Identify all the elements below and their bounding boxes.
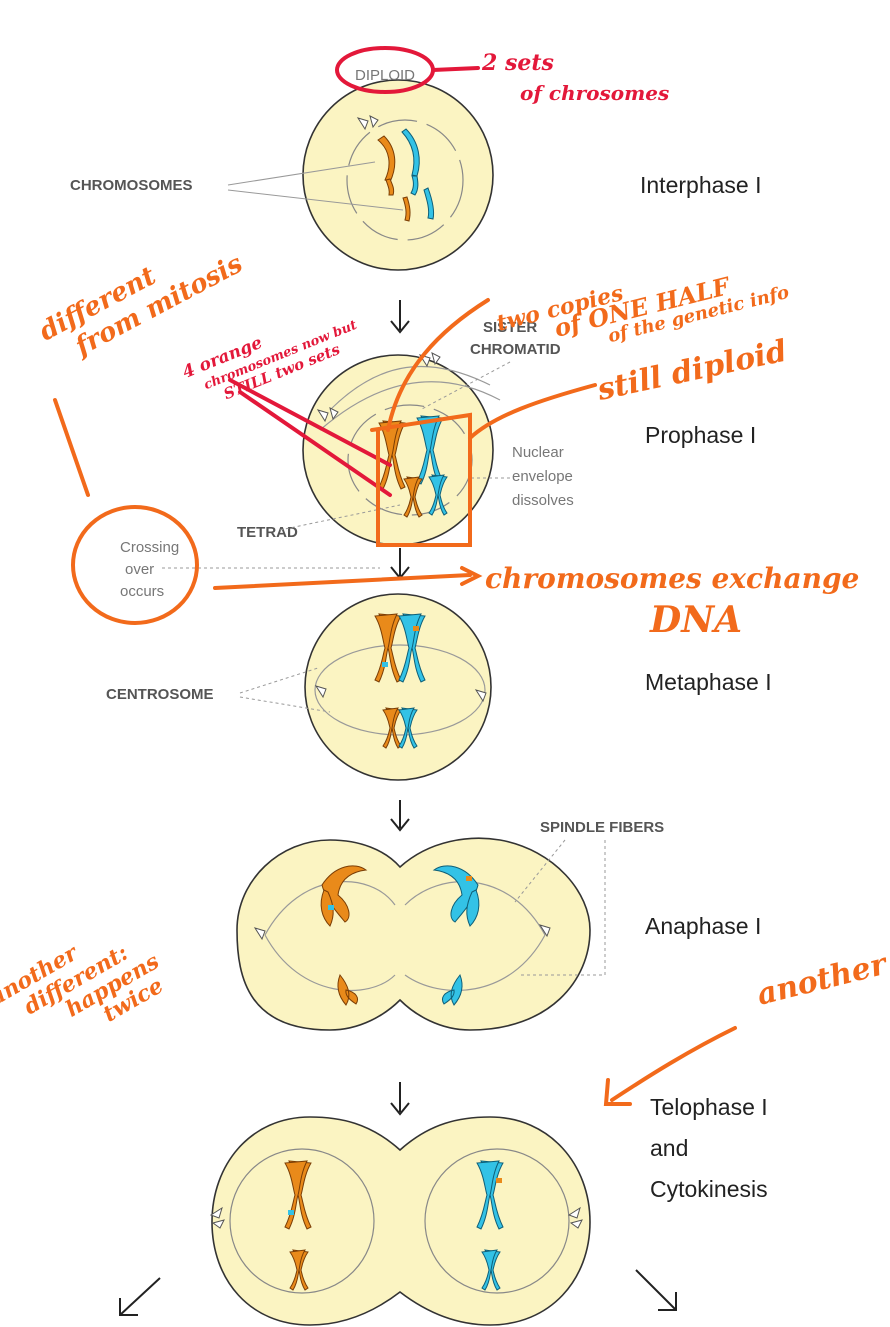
telophase-cell <box>210 1116 591 1326</box>
orange-pointer-still-diploid <box>468 383 597 440</box>
centrosome-label: CENTROSOME <box>106 686 214 703</box>
crossing-over-label-1: Crossing <box>120 539 179 556</box>
diploid-label: DIPLOID <box>355 67 415 84</box>
annotation-still-diploid: still diploid <box>593 334 790 408</box>
down-arrow-3 <box>390 800 410 832</box>
diagonal-arrow-left <box>119 1277 161 1316</box>
sister-chromatid-label-1: SISTER <box>483 319 537 336</box>
annotation-exchange-2: DNA <box>649 599 742 641</box>
down-arrow-1 <box>390 300 410 334</box>
sister-chromatid-label-2: CHROMATID <box>470 341 561 358</box>
anaphase-orange-large <box>321 865 368 923</box>
anaphase-cell <box>236 837 591 1031</box>
crossing-over-arrow-annotation <box>213 566 483 590</box>
prophase-cell <box>302 352 501 546</box>
orange-arrow-another <box>603 1026 737 1106</box>
centrosome-icon <box>314 685 327 699</box>
phase-anaphase: Anaphase I <box>645 913 761 939</box>
phase-telophase-2: and <box>650 1135 688 1161</box>
crossing-over-circle-annotation <box>71 505 199 625</box>
tetrad-label: TETRAD <box>237 524 298 541</box>
annotation-happens-twice: another different: happens twice <box>0 939 168 1027</box>
nuclear-envelope-label-2: envelope <box>512 468 573 485</box>
annotation-another: another <box>753 946 890 1012</box>
crossing-over-label-3: occurs <box>120 583 164 600</box>
tetrad-box-annotation <box>370 412 472 547</box>
phase-metaphase: Metaphase I <box>645 669 772 695</box>
interphase-cell <box>302 79 494 271</box>
diagonal-arrow-right <box>635 1269 677 1311</box>
nuclear-envelope-label-1: Nuclear <box>512 444 564 461</box>
phase-prophase: Prophase I <box>645 422 756 448</box>
diploid-label-group: DIPLOID 2 sets of chrosomes <box>335 46 669 105</box>
chromosomes-label: CHROMOSOMES <box>70 177 193 194</box>
phase-telophase-1: Telophase I <box>650 1094 768 1120</box>
red-pointer-lines <box>228 378 392 497</box>
two-sets-annotation-1: 2 sets <box>481 50 554 76</box>
crossing-over-label-2: over <box>125 561 154 578</box>
nuclear-envelope-label-3: dissolves <box>512 492 574 509</box>
phase-interphase: Interphase I <box>640 172 761 198</box>
down-arrow-2 <box>390 548 410 580</box>
centrosome-icon <box>253 927 266 941</box>
spindle-fibers-label: SPINDLE FIBERS <box>540 819 664 836</box>
down-arrow-4 <box>390 1082 410 1116</box>
annotation-exchange-1: chromosomes exchange <box>485 562 859 595</box>
metaphase-cell <box>304 593 492 781</box>
two-sets-annotation-2: of chrosomes <box>520 81 669 105</box>
orange-stroke-left <box>53 398 90 497</box>
phase-telophase-3: Cytokinesis <box>650 1176 768 1202</box>
orange-pointer-two-copies <box>386 298 490 432</box>
